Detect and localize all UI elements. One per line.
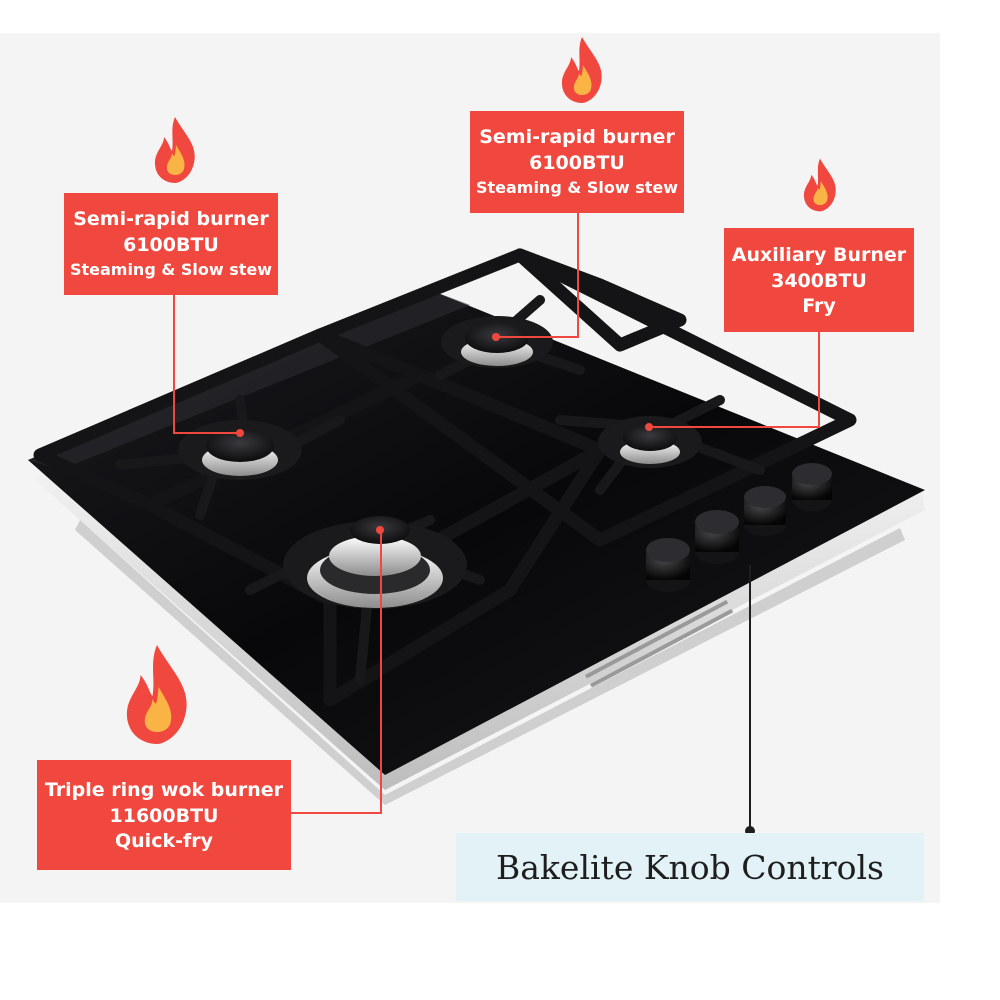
cast-iron-grates — [33, 248, 857, 707]
burner-wok — [283, 516, 467, 609]
glass-highlight — [28, 290, 470, 470]
leader-dot-right — [645, 423, 653, 431]
leader-line-top-center — [577, 212, 579, 338]
knob-leader-dot — [745, 826, 755, 836]
flame-icon — [154, 117, 195, 183]
label-semi-rapid-burner-center: Semi-rapid burner 6100BTU Steaming & Slo… — [470, 111, 684, 213]
flame-icon — [126, 645, 187, 744]
flame-icon — [803, 158, 836, 212]
leader-line-top-left — [173, 295, 175, 433]
steel-frame-side — [75, 520, 905, 805]
label-btu: 6100BTU — [529, 152, 625, 174]
label-use: Steaming & Slow stew — [475, 178, 679, 197]
burner-top-center — [441, 316, 553, 368]
leader-line-top-left-h — [173, 432, 241, 434]
steel-frame — [35, 470, 925, 790]
label-title: Semi-rapid burner — [73, 208, 269, 230]
label-use: Steaming & Slow stew — [69, 260, 273, 279]
leader-dot-wok — [376, 526, 384, 534]
vent-slots — [585, 599, 734, 688]
label-title: Triple ring wok burner — [44, 779, 284, 801]
label-use: Quick-fry — [115, 830, 213, 852]
label-btu: 11600BTU — [109, 805, 219, 827]
label-auxiliary-burner: Auxiliary Burner 3400BTU Fry — [724, 228, 914, 332]
leader-line-wok-h — [290, 812, 382, 814]
leader-line-wok — [380, 530, 382, 813]
leader-line-right-h — [650, 426, 820, 428]
leader-dot-top-left — [236, 429, 244, 437]
leader-dot-top-center — [492, 333, 500, 341]
flame-icon — [561, 37, 602, 103]
label-use: Fry — [802, 295, 836, 317]
control-knobs — [646, 463, 832, 592]
label-title: Auxiliary Burner — [731, 244, 907, 266]
leader-line-top-center-h — [497, 336, 578, 338]
label-semi-rapid-burner-left: Semi-rapid burner 6100BTU Steaming & Slo… — [64, 193, 278, 295]
leader-line-right — [818, 331, 820, 427]
burner-top-left — [178, 420, 302, 480]
knob-controls-label: Bakelite Knob Controls — [456, 833, 924, 901]
label-btu: 6100BTU — [123, 234, 219, 256]
label-triple-ring-wok-burner: Triple ring wok burner 11600BTU Quick-fr… — [37, 760, 291, 870]
label-btu: 3400BTU — [771, 270, 867, 292]
knob-leader-line — [749, 565, 751, 833]
burner-right — [598, 416, 702, 468]
label-title: Semi-rapid burner — [479, 126, 675, 148]
